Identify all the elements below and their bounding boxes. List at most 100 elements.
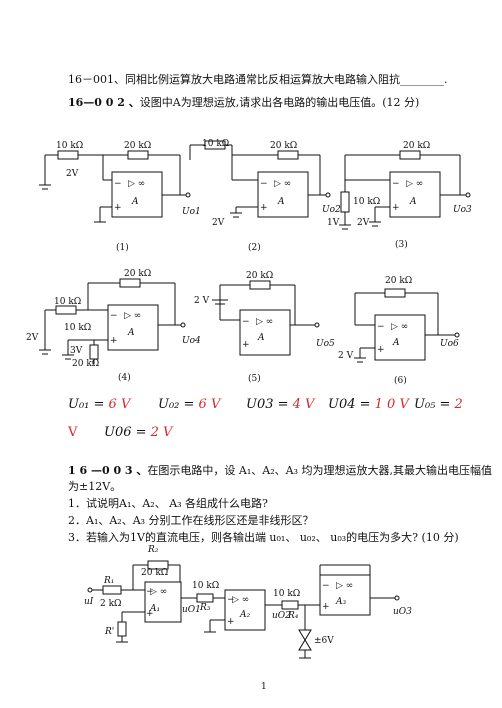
- q3-item-3: 3．若输入为1V的直流电压，则各输出端 u₀₁、 u₀₂、 u₀₃的电压为多大?…: [68, 531, 459, 544]
- q3-a1-label: A₁: [149, 604, 160, 614]
- svg-text:+: +: [242, 340, 250, 350]
- svg-text:−: −: [227, 595, 235, 605]
- q3-r2-label: R₂: [147, 545, 159, 555]
- c3-src1-label: 1V: [327, 218, 340, 228]
- c3-rin-label: 10 kΩ: [353, 197, 380, 207]
- answer-uo6: U06 = 2 V: [104, 425, 173, 440]
- svg-text:▷ ∞: ▷ ∞: [232, 595, 249, 605]
- c4-caption: (4): [118, 372, 131, 383]
- answer-uo4: U04 = 1 0 V: [328, 397, 409, 412]
- question-16-003: 1 6 —0 0 3 、在图示电路中，设 A₁、A₂、A₃ 均为理想运放大器,其…: [68, 462, 492, 478]
- svg-text:▷ ∞: ▷ ∞: [274, 179, 291, 189]
- circuit-5: ▷ ∞ − +: [212, 280, 320, 356]
- svg-text:−: −: [110, 311, 118, 321]
- q3-r1-label: R₁: [103, 576, 114, 586]
- c1-out-label: Uo1: [182, 207, 201, 217]
- q3-uo2-label: uO2: [272, 611, 291, 621]
- c2-amp-label: A: [277, 197, 285, 207]
- q3-uo1-label: uO1: [182, 605, 201, 615]
- c5-amp-label: A: [257, 333, 265, 343]
- question-text: 在图示电路中，设 A₁、A₂、A₃ 均为理想运放大器,其最大输出电压幅值: [147, 464, 492, 477]
- svg-text:+: +: [377, 345, 385, 355]
- svg-text:−: −: [322, 581, 330, 591]
- question-number: 1 6 —0 0 3 、: [68, 464, 148, 477]
- page-number: 1: [261, 682, 267, 692]
- answer-uo3: U03 = 4 V: [246, 397, 315, 412]
- circuit-6: ▷ ∞ − +: [354, 288, 460, 363]
- svg-text:−: −: [242, 317, 250, 327]
- circuit-3: ▷ ∞ − +: [339, 150, 471, 230]
- svg-text:−: −: [392, 179, 400, 189]
- c3-src2-label: 2V: [357, 218, 370, 228]
- svg-text:−: −: [260, 179, 268, 189]
- q3-zener-label: ±6V: [314, 636, 334, 646]
- c6-rf-label: 20 kΩ: [385, 276, 412, 286]
- svg-text:▷ ∞: ▷ ∞: [406, 179, 423, 189]
- c5-rf-label: 20 kΩ: [246, 271, 273, 281]
- answer-uo2: U₀₂ = 6 V: [158, 397, 221, 412]
- c1-amp-label: A: [131, 197, 139, 207]
- q3-item-2: 2．A₁、A₂、A₃ 分别工作在线形区还是非线形区？: [68, 514, 314, 527]
- c1-rin-label: 10 kΩ: [56, 141, 83, 151]
- question-number: 16—0 0 2 、: [68, 96, 140, 109]
- q3-r3v-label: 10 kΩ: [192, 581, 219, 591]
- question-16-001: 16－001、同相比例运算放大电路通常比反相运算放大电路输入阻抗________…: [68, 73, 448, 86]
- resistor-r-in: [57, 150, 79, 160]
- svg-text:▷ ∞: ▷ ∞: [336, 581, 353, 591]
- c6-amp-label: A: [392, 338, 400, 348]
- c6-out-label: Uo6: [440, 339, 459, 349]
- c6-src-label: 2 V: [338, 351, 354, 361]
- circuit-2: ▷ ∞ − +: [189, 140, 331, 218]
- c1-rf-label: 20 kΩ: [124, 141, 151, 151]
- svg-text:−: −: [377, 322, 385, 332]
- c2-src-label: 2V: [212, 218, 225, 228]
- svg-text:▷ ∞: ▷ ∞: [128, 179, 145, 189]
- q3-r3-label: R₃: [199, 603, 211, 613]
- c2-out-label: Uo2: [322, 205, 341, 215]
- c3-amp-label: A: [409, 197, 417, 207]
- c4-amp-label: A: [127, 328, 135, 338]
- c4-rf-label: 20 kΩ: [124, 269, 151, 279]
- svg-text:▷ ∞: ▷ ∞: [256, 317, 273, 327]
- c5-out-label: Uo5: [316, 339, 335, 349]
- question-16-003-cont: 为±12V。: [68, 480, 122, 493]
- svg-text:+: +: [392, 203, 400, 213]
- circuit-1: ▷ ∞ − +: [39, 150, 191, 223]
- c4-src2-label: 3V: [70, 346, 83, 356]
- svg-text:+: +: [260, 203, 268, 213]
- svg-text:−: −: [146, 587, 154, 597]
- question-16-002: 16—0 0 2 、设图中A为理想运放,请求出各电路的输出电压值。(12 分): [68, 94, 419, 110]
- q3-r2v-label: 20 kΩ: [141, 568, 168, 578]
- c1-caption: (1): [116, 242, 129, 253]
- q3-a3-label: A₃: [335, 597, 346, 607]
- svg-text:▷ ∞: ▷ ∞: [124, 311, 141, 321]
- c2-rin-label: 10 kΩ: [202, 139, 229, 149]
- svg-text:▷ ∞: ▷ ∞: [391, 322, 408, 332]
- svg-text:+: +: [114, 203, 122, 213]
- c3-out-label: Uo3: [453, 205, 472, 215]
- svg-text:▷ ∞: ▷ ∞: [150, 587, 167, 597]
- answer-uo1: U₀₁ = 6 V: [68, 397, 131, 412]
- q3-item-1: 1．试说明A₁、A₂、 A₃ 各组成什么电路?: [68, 497, 268, 510]
- c3-rf-label: 20 kΩ: [403, 141, 430, 151]
- c4-rp1-label: 10 kΩ: [64, 323, 91, 333]
- c2-rf-label: 20 kΩ: [270, 141, 297, 151]
- c6-caption: (6): [394, 375, 407, 386]
- opamp-box: [111, 171, 163, 218]
- svg-text:+: +: [146, 609, 154, 619]
- c2-caption: (2): [248, 242, 261, 253]
- q3-r4-label: R₄: [287, 611, 299, 621]
- question-text: 设图中A为理想运放,请求出各电路的输出电压值。(12 分): [139, 96, 420, 109]
- q3-rp-label: R': [104, 627, 114, 637]
- c4-out-label: Uo4: [182, 336, 201, 346]
- c4-src1-label: 2V: [26, 333, 39, 343]
- q3-a2-label: A₂: [239, 610, 250, 620]
- c5-src-label: 2 V: [194, 296, 210, 306]
- svg-text:+: +: [110, 336, 118, 346]
- q3-ui-label: uI: [84, 597, 94, 607]
- q3-r4v-label: 10 kΩ: [273, 589, 300, 599]
- circuit-q3: ▷ ∞ − + ▷ ∞ − + ▷ ∞ − +: [87, 560, 400, 659]
- resistor-r-f: [127, 150, 149, 160]
- q3-r1v-label: 2 kΩ: [100, 599, 122, 609]
- q3-uo3-label: uO3: [393, 607, 412, 617]
